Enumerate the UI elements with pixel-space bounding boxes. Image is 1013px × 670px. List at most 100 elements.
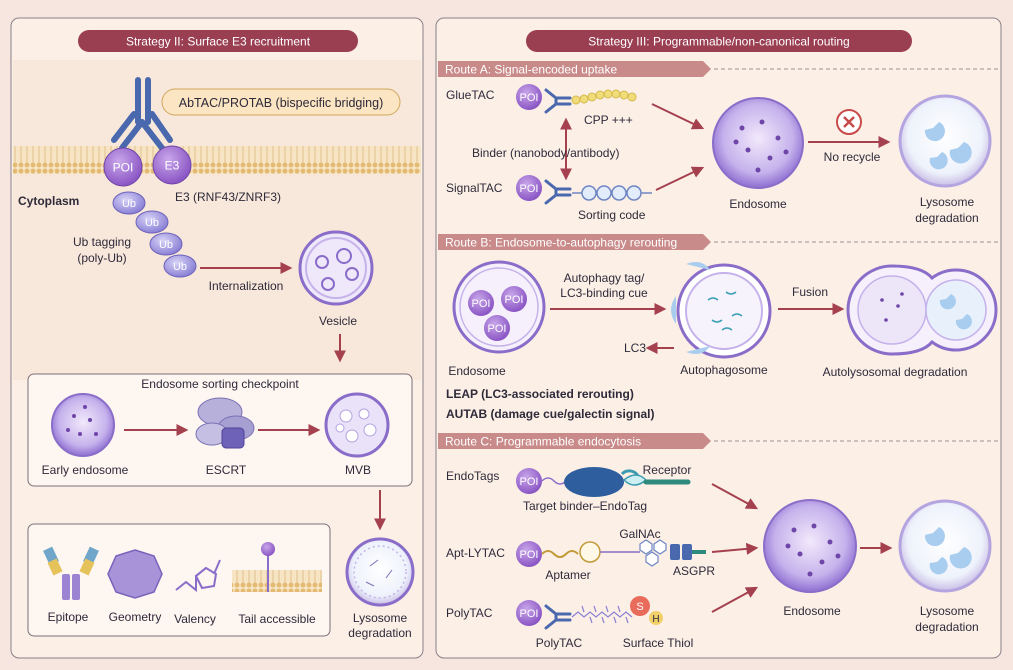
tail-accessible-icon xyxy=(261,542,275,556)
cytoplasm-label: Cytoplasm xyxy=(18,194,79,208)
plasma-membrane xyxy=(13,146,421,174)
lysosome-line2: degradation xyxy=(348,626,411,640)
left-header-pill xyxy=(78,30,358,52)
gluetac-poi-label: POI xyxy=(520,92,539,104)
polymer-chain-icon xyxy=(571,605,633,624)
route-a-endosome-label: Endosome xyxy=(729,197,787,211)
polytac-poi-label: POI xyxy=(520,608,539,620)
early-endosome-icon xyxy=(51,393,115,457)
feature-tail-accessible: Tail accessible xyxy=(238,612,316,626)
polytac-poi xyxy=(516,600,542,626)
no-recycle-icon xyxy=(836,109,862,135)
ubiquitin-chain: Ub Ub Ub Ub xyxy=(112,191,197,278)
route-c-endosome-label: Endosome xyxy=(783,604,841,618)
e3-caption: E3 (RNF43/ZNRF3) xyxy=(175,190,281,204)
lysosome-icon xyxy=(345,537,415,607)
gluetac-label: GlueTAC xyxy=(446,88,495,102)
tail-membrane-icon xyxy=(232,570,322,592)
thiol-h-label: H xyxy=(652,614,659,625)
apt-lytac-poi xyxy=(516,541,542,567)
ub-bead xyxy=(135,210,169,234)
route-c-lysosome-icon xyxy=(898,499,992,593)
autophagy-tag-line1: Autophagy tag/ xyxy=(564,271,645,285)
ub-tagging-line2: (poly-Ub) xyxy=(77,251,126,265)
route-a-lysosome-line2: degradation xyxy=(915,211,978,225)
endotag-linker xyxy=(541,477,567,485)
gluetac-poi xyxy=(516,84,542,110)
bispecific-label-box xyxy=(161,88,401,116)
sorting-code-beads-icon xyxy=(572,185,652,201)
thiol-s-icon xyxy=(630,596,650,616)
ub-bead xyxy=(163,254,197,278)
apt-lytac-poi-label: POI xyxy=(520,549,539,561)
endotags-poi xyxy=(516,468,542,494)
right-header-pill xyxy=(526,30,912,52)
poi-sphere xyxy=(103,147,143,187)
sorting-code-label: Sorting code xyxy=(578,208,646,222)
endotags-label: EndoTags xyxy=(446,469,499,483)
polytac-caption: PolyTAC xyxy=(536,636,583,650)
route-b-poi-label: POI xyxy=(488,323,507,335)
checkpoint-title: Endosome sorting checkpoint xyxy=(141,377,299,391)
features-box xyxy=(27,523,331,637)
lc3-label: LC3 xyxy=(624,341,646,355)
route-c-title: Route C: Programmable endocytosis xyxy=(445,435,641,449)
left-panel: Strategy II: Surface E3 recruitment AbTA… xyxy=(10,17,424,659)
lysosome-line1: Lysosome xyxy=(353,611,408,625)
autophagy-tag-line2: LC3-binding cue xyxy=(560,286,648,300)
route-a-lysosome-icon xyxy=(898,94,992,188)
aptamer-loop-icon xyxy=(579,541,601,563)
route-b-poi-label: POI xyxy=(472,298,491,310)
apt-lytac-label: Apt-LYTAC xyxy=(446,546,505,560)
asgpr-label: ASGPR xyxy=(673,564,715,578)
e3-label: E3 xyxy=(165,159,180,173)
signaltac-poi-label: POI xyxy=(520,183,539,195)
apt-lytac-to-endosome-arrow xyxy=(711,542,759,555)
route-b-endosome-label: Endosome xyxy=(448,364,506,378)
vesicle-label: Vesicle xyxy=(319,314,357,328)
ub-bead xyxy=(149,232,183,256)
galnac-cluster-icon xyxy=(639,539,667,567)
signaltac-to-endosome-arrow xyxy=(655,166,705,191)
thiol-s-label: S xyxy=(636,601,643,613)
ub-label: Ub xyxy=(122,198,136,210)
route-a-endosome-icon xyxy=(712,97,804,189)
leap-label: LEAP (LC3-associated rerouting) xyxy=(446,387,634,401)
route-b-endosome-icon xyxy=(452,260,546,354)
polytac-label: PolyTAC xyxy=(446,606,493,620)
aptamer-label: Aptamer xyxy=(545,568,590,582)
galnac-label: GalNAc xyxy=(619,527,660,541)
endotags-to-endosome-arrow xyxy=(711,483,759,510)
right-panel: Strategy III: Programmable/non-canonical… xyxy=(435,17,1002,659)
gluetac-to-endosome-arrow xyxy=(651,103,705,130)
mvb-icon xyxy=(324,392,390,458)
asgpr-icon xyxy=(670,544,706,560)
feature-valency: Valency xyxy=(174,612,216,626)
bispecific-label: AbTAC/PROTAB (bispecific bridging) xyxy=(179,96,383,110)
internalization-label: Internalization xyxy=(209,279,284,293)
fusion-label: Fusion xyxy=(792,285,828,299)
ub-bead xyxy=(112,191,146,215)
feature-geometry: Geometry xyxy=(109,610,162,624)
epitope-icon xyxy=(43,546,99,600)
thiol-h-icon xyxy=(649,611,663,625)
route-c-endosome-icon xyxy=(763,499,857,593)
target-binder-icon xyxy=(564,467,624,497)
mvb-label: MVB xyxy=(345,463,371,477)
polytac-binder-icon xyxy=(544,604,572,630)
escrt-label: ESCRT xyxy=(206,463,247,477)
signaltac-poi xyxy=(516,175,542,201)
geometry-icon xyxy=(107,549,163,599)
no-recycle-label: No recycle xyxy=(824,150,881,164)
endotags-poi-label: POI xyxy=(520,476,539,488)
e3-sphere xyxy=(152,145,192,185)
cpp-beads-icon xyxy=(571,89,637,105)
route-b-title: Route B: Endosome-to-autophagy rerouting xyxy=(445,236,677,250)
feature-epitope: Epitope xyxy=(48,610,89,624)
ub-tagging-line1: Ub tagging xyxy=(73,235,131,249)
route-c-banner xyxy=(438,433,711,449)
route-a-lysosome-line1: Lysosome xyxy=(920,195,975,209)
cpp-label: CPP +++ xyxy=(584,113,633,127)
